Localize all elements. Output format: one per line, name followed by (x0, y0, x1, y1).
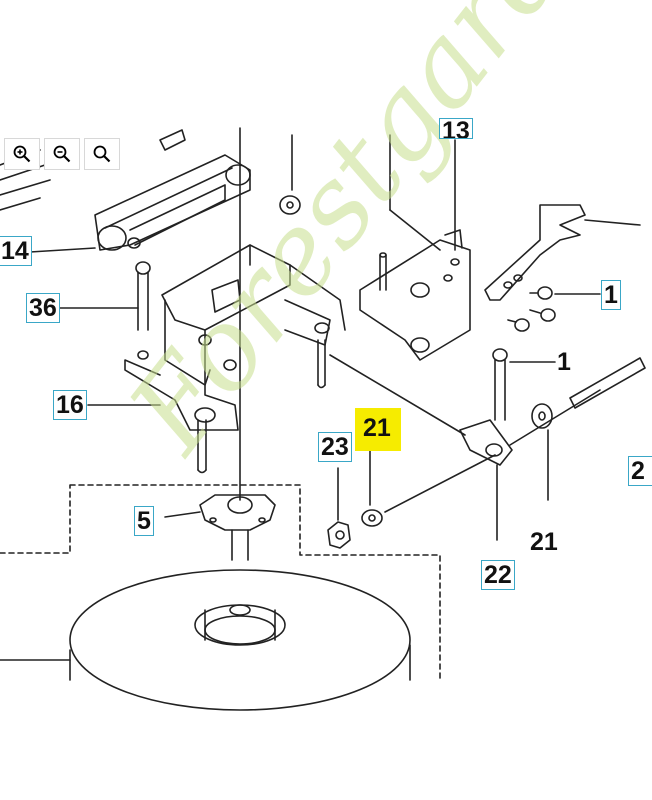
zoom-in-icon (13, 145, 31, 163)
washer-21-left (361, 509, 383, 527)
leader-14 (29, 247, 96, 253)
guide-line-diag (389, 209, 441, 251)
bolt-1-mid (492, 348, 556, 421)
callout-13-partial[interactable]: 13 (439, 118, 473, 139)
callout-16[interactable]: 16 (53, 390, 87, 420)
screws-1-top (507, 286, 601, 332)
lever (484, 204, 641, 301)
rod-line (329, 354, 466, 436)
search-icon (93, 145, 111, 163)
pin-right (379, 252, 387, 291)
rod-extension (509, 389, 601, 446)
hub (164, 494, 276, 561)
label-21-right: 21 (530, 528, 558, 556)
zoom-in-button[interactable] (4, 138, 40, 170)
callout-22[interactable]: 22 (481, 560, 515, 590)
label-1-mid: 1 (557, 348, 571, 376)
bolt-16 (197, 419, 207, 474)
zoom-reset-button[interactable] (84, 138, 120, 170)
rod-end (459, 419, 513, 541)
callout-23[interactable]: 23 (318, 432, 352, 462)
callout-14[interactable]: 14 (0, 236, 32, 266)
zoom-out-button[interactable] (44, 138, 80, 170)
blade-disc (0, 569, 411, 711)
callout-36[interactable]: 36 (26, 293, 60, 323)
shaft-right (569, 357, 646, 409)
washer-21-right (531, 403, 553, 429)
dashed-outline (0, 484, 441, 681)
nut-23 (327, 521, 351, 549)
bolt-mid (317, 339, 326, 389)
callout-21-highlighted[interactable]: 21 (355, 408, 401, 451)
bolt-36 (135, 261, 151, 360)
washer-top (279, 195, 301, 215)
callout-1-top[interactable]: 1 (601, 280, 621, 310)
callout-2-partial[interactable]: 2 (628, 456, 652, 486)
zoom-out-icon (53, 145, 71, 163)
upper-arm (0, 129, 251, 251)
callout-5[interactable]: 5 (134, 506, 154, 536)
side-plate (359, 229, 471, 361)
main-bracket (124, 244, 346, 431)
bolt-axis (384, 454, 496, 513)
zoom-toolbar (4, 138, 120, 170)
